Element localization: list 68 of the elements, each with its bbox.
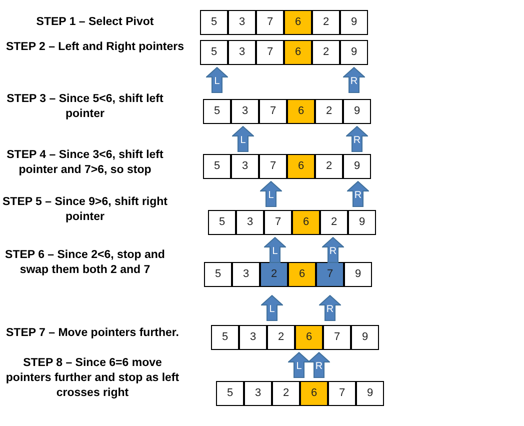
array-cell: 7 — [328, 381, 356, 406]
pointer-marker: L — [261, 295, 283, 321]
array-cell: 5 — [204, 262, 232, 287]
array-cell: 7 — [259, 99, 287, 124]
array-cell: 2 — [312, 10, 340, 35]
array-cell: 3 — [239, 325, 267, 350]
step-text: STEP 5 – Since 9>6, shift right pointer — [2, 195, 168, 225]
array-cell: 6 — [295, 325, 323, 350]
array-cell: 5 — [211, 325, 239, 350]
pointer-marker: R — [322, 237, 344, 263]
pointer-marker: R — [343, 67, 365, 93]
step-text: STEP 6 – Since 2<6, stop and swap them both 2 and 7 — [4, 248, 166, 278]
array-cell: 3 — [231, 154, 259, 179]
array-cell: 6 — [284, 10, 312, 35]
array-cell: 9 — [340, 40, 368, 65]
array-cell: 5 — [200, 40, 228, 65]
array-cell: 6 — [292, 210, 320, 235]
array-cell: 5 — [200, 10, 228, 35]
array-cell: 2 — [315, 99, 343, 124]
array-cell: 5 — [203, 99, 231, 124]
array-cell: 3 — [228, 40, 256, 65]
array-cell: 5 — [208, 210, 236, 235]
array-cell: 5 — [216, 381, 244, 406]
array-cell: 2 — [315, 154, 343, 179]
pointer-marker: L — [288, 352, 310, 378]
array-cell: 3 — [236, 210, 264, 235]
array-cell: 7 — [256, 10, 284, 35]
array-cell: 3 — [244, 381, 272, 406]
array-cell: 6 — [287, 99, 315, 124]
array-cell: 9 — [344, 262, 372, 287]
array-cell: 5 — [203, 154, 231, 179]
pointer-marker: L — [232, 126, 254, 152]
array-cell: 9 — [343, 99, 371, 124]
array-cell: 2 — [260, 262, 288, 287]
array-cell: 3 — [231, 99, 259, 124]
pointer-marker: R — [308, 352, 330, 378]
array-cell: 6 — [300, 381, 328, 406]
array-cell: 9 — [356, 381, 384, 406]
step-text: STEP 2 – Left and Right pointers — [4, 40, 186, 55]
array-cell: 9 — [351, 325, 379, 350]
array-cell: 6 — [284, 40, 312, 65]
array-cell: 9 — [340, 10, 368, 35]
array-cell: 7 — [259, 154, 287, 179]
array-cell: 7 — [323, 325, 351, 350]
step-text: STEP 7 – Move pointers further. — [5, 326, 180, 341]
array-cell: 9 — [348, 210, 376, 235]
pointer-marker: L — [260, 181, 282, 207]
step-text: STEP 8 – Since 6=6 move pointers further and stop as left crosses right — [4, 356, 180, 401]
array-cell: 3 — [232, 262, 260, 287]
array-cell: 6 — [287, 154, 315, 179]
array-cell: 3 — [228, 10, 256, 35]
step-text: STEP 4 – Since 3<6, shift left pointer and 7>6, so stop — [6, 148, 164, 178]
pointer-marker: L — [264, 237, 286, 263]
array-cell: 2 — [312, 40, 340, 65]
pointer-marker: R — [347, 181, 369, 207]
array-cell: 6 — [288, 262, 316, 287]
step-text: STEP 1 – Select Pivot — [35, 15, 155, 30]
array-cell: 2 — [272, 381, 300, 406]
step-text: STEP 3 – Since 5<6, shift left pointer — [6, 92, 164, 122]
array-cell: 7 — [256, 40, 284, 65]
array-cell: 2 — [320, 210, 348, 235]
array-cell: 7 — [264, 210, 292, 235]
pointer-marker: R — [319, 295, 341, 321]
array-cell: 7 — [316, 262, 344, 287]
pointer-marker: L — [206, 67, 228, 93]
array-cell: 9 — [343, 154, 371, 179]
pointer-marker: R — [346, 126, 368, 152]
array-cell: 2 — [267, 325, 295, 350]
